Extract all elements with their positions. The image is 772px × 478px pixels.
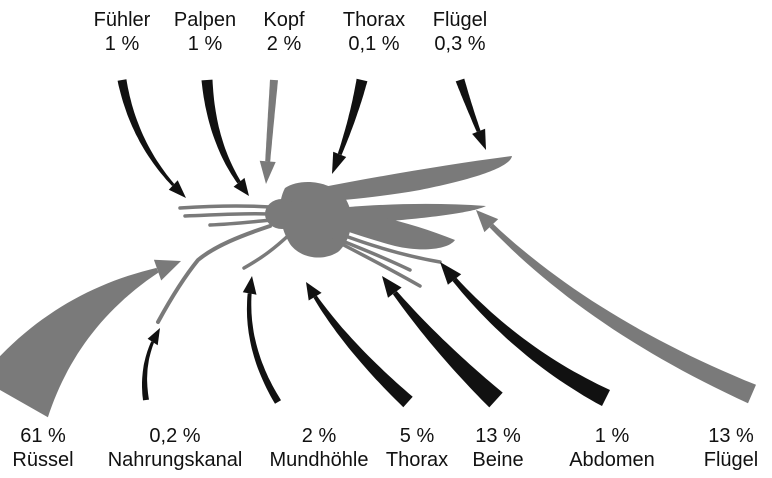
arrow-mundhoehle-shaft xyxy=(247,293,281,404)
label-abdomen-percent: 1 % xyxy=(560,424,664,448)
label-kopf-name: Kopf xyxy=(248,8,320,32)
antenna-upper xyxy=(180,206,270,208)
label-nahrungskanal-percent: 0,2 % xyxy=(90,424,260,448)
label-palpen: Palpen 1 % xyxy=(162,8,248,56)
label-nahrungskanal-name: Nahrungskanal xyxy=(90,448,260,472)
label-ruessel: 61 % Rüssel xyxy=(0,424,86,472)
label-fuehler: Fühler 1 % xyxy=(76,8,168,56)
label-mundhoehle: 2 % Mundhöhle xyxy=(258,424,380,472)
arrow-fuehler-shaft xyxy=(118,79,175,186)
arrow-mundhoehle-head xyxy=(243,276,257,295)
label-kopf: Kopf 2 % xyxy=(248,8,320,56)
label-beine: 13 % Beine xyxy=(462,424,534,472)
arrow-thorax-top-head xyxy=(332,152,346,174)
label-abdomen: 1 % Abdomen xyxy=(560,424,664,472)
label-fluegel-top-name: Flügel xyxy=(412,8,508,32)
arrow-fluegel-bottom-shaft xyxy=(490,224,757,403)
label-thorax-bottom-name: Thorax xyxy=(376,448,458,472)
antenna-lower xyxy=(185,214,270,216)
arrow-thorax-bottom-shaft xyxy=(314,296,413,408)
label-abdomen-name: Abdomen xyxy=(560,448,664,472)
label-fuehler-percent: 1 % xyxy=(76,32,168,56)
label-fuehler-name: Fühler xyxy=(76,8,168,32)
label-kopf-percent: 2 % xyxy=(248,32,320,56)
label-fluegel-top-percent: 0,3 % xyxy=(412,32,508,56)
label-mundhoehle-name: Mundhöhle xyxy=(258,448,380,472)
arrow-kopf-head xyxy=(260,161,276,184)
label-thorax-top-name: Thorax xyxy=(326,8,422,32)
wing-upper xyxy=(318,156,512,202)
label-mundhoehle-percent: 2 % xyxy=(258,424,380,448)
label-beine-name: Beine xyxy=(462,448,534,472)
label-fluegel-bottom-percent: 13 % xyxy=(694,424,768,448)
label-palpen-percent: 1 % xyxy=(162,32,248,56)
mosquito-silhouette xyxy=(158,156,512,322)
label-beine-percent: 13 % xyxy=(462,424,534,448)
proboscis xyxy=(158,226,270,322)
front-leg xyxy=(244,234,290,268)
arrow-fluegel-top-head xyxy=(472,129,486,150)
arrow-kopf-shaft xyxy=(265,80,278,162)
label-fluegel-bottom: 13 % Flügel xyxy=(694,424,768,472)
label-thorax-bottom: 5 % Thorax xyxy=(376,424,458,472)
arrow-ruessel-head xyxy=(154,260,181,281)
label-ruessel-percent: 61 % xyxy=(0,424,86,448)
arrow-fluegel-top-shaft xyxy=(456,79,481,132)
label-nahrungskanal: 0,2 % Nahrungskanal xyxy=(90,424,260,472)
label-thorax-bottom-percent: 5 % xyxy=(376,424,458,448)
arrow-ruessel-shaft xyxy=(0,268,158,417)
label-thorax-top-percent: 0,1 % xyxy=(326,32,422,56)
label-fluegel-top: Flügel 0,3 % xyxy=(412,8,508,56)
arrow-nahrungskanal-head xyxy=(148,328,160,345)
palp xyxy=(210,220,272,225)
arrow-thorax-top-shaft xyxy=(338,79,368,155)
arrow-palpen-shaft xyxy=(202,80,241,184)
label-thorax-top: Thorax 0,1 % xyxy=(326,8,422,56)
arrow-nahrungskanal-shaft xyxy=(142,341,154,400)
label-palpen-name: Palpen xyxy=(162,8,248,32)
label-ruessel-name: Rüssel xyxy=(0,448,86,472)
label-fluegel-bottom-name: Flügel xyxy=(694,448,768,472)
